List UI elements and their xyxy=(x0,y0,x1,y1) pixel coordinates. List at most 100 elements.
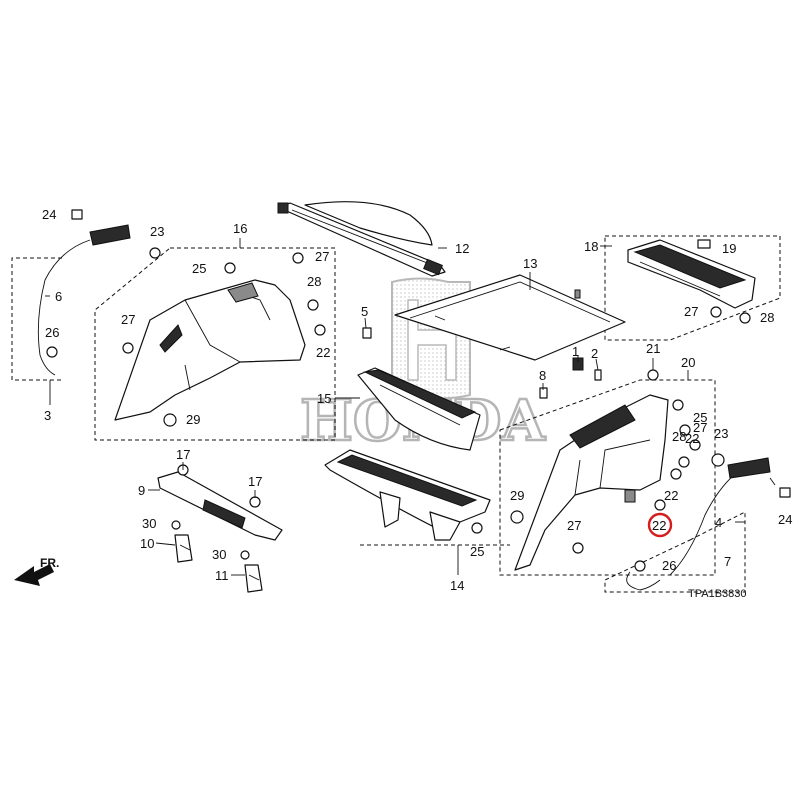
part-30a-bolt xyxy=(171,520,181,530)
callout-12[interactable]: 12 xyxy=(455,241,469,256)
callout-22d-highlighted[interactable]: 22 xyxy=(652,518,666,533)
callout-17a[interactable]: 17 xyxy=(176,447,190,462)
callout-20[interactable]: 20 xyxy=(681,355,695,370)
direction-label: FR. xyxy=(40,556,59,570)
part-4-cable xyxy=(669,457,776,576)
callout-21[interactable]: 21 xyxy=(646,341,660,356)
callout-26a[interactable]: 26 xyxy=(45,325,59,340)
part-15-upper-tray xyxy=(357,367,481,451)
callout-28b[interactable]: 28 xyxy=(672,429,686,444)
callout-30b[interactable]: 30 xyxy=(212,547,226,562)
part-25b-clip xyxy=(689,439,701,451)
callout-22b[interactable]: 22 xyxy=(685,431,699,446)
part-13-floor-board xyxy=(394,274,626,361)
callout-22c[interactable]: 22 xyxy=(664,488,678,503)
callout-7[interactable]: 7 xyxy=(724,554,731,569)
part-29b-fastener xyxy=(510,510,524,524)
part-24b-cap xyxy=(779,487,791,498)
part-27c-clip xyxy=(672,399,684,411)
callout-22a[interactable]: 22 xyxy=(316,345,330,360)
part-2-clip xyxy=(594,369,602,381)
part-16-left-side-lining xyxy=(114,279,306,421)
callout-5[interactable]: 5 xyxy=(361,304,368,319)
part-27b-clip xyxy=(122,342,134,354)
callout-24b[interactable]: 24 xyxy=(778,512,792,527)
callout-23b[interactable]: 23 xyxy=(714,426,728,441)
callout-4[interactable]: 4 xyxy=(715,515,722,530)
callout-18[interactable]: 18 xyxy=(584,239,598,254)
callout-28c[interactable]: 28 xyxy=(760,310,774,325)
front-arrow-icon xyxy=(14,564,54,586)
part-17b-clip xyxy=(249,496,261,508)
part-6-cable xyxy=(37,224,131,376)
callout-29b[interactable]: 29 xyxy=(510,488,524,503)
callout-26b[interactable]: 26 xyxy=(662,558,676,573)
part-10-bracket xyxy=(174,534,193,563)
callout-27d[interactable]: 27 xyxy=(567,518,581,533)
callout-27c[interactable]: 27 xyxy=(693,420,707,435)
callout-2[interactable]: 2 xyxy=(591,346,598,361)
callout-1[interactable]: 1 xyxy=(572,344,579,359)
callout-25b[interactable]: 25 xyxy=(693,410,707,425)
callout-19[interactable]: 19 xyxy=(722,241,736,256)
callout-13[interactable]: 13 xyxy=(523,256,537,271)
part-9-bracket xyxy=(157,471,283,541)
part-21-clip xyxy=(647,369,659,381)
callout-27b[interactable]: 27 xyxy=(121,312,135,327)
part-28a-clip xyxy=(307,299,319,311)
callout-14[interactable]: 14 xyxy=(450,578,464,593)
part-12-tonneau-cover xyxy=(277,201,446,277)
callout-24a[interactable]: 24 xyxy=(42,207,56,222)
callout-29a[interactable]: 29 xyxy=(186,412,200,427)
part-25c-clip xyxy=(471,522,483,534)
callout-15[interactable]: 15 xyxy=(317,391,331,406)
diagram-code: TPA1B3830 xyxy=(688,588,747,600)
callout-8[interactable]: 8 xyxy=(539,368,546,383)
callout-labels: 1 2 3 4 5 6 7 8 9 10 11 12 13 14 15 16 1… xyxy=(42,207,792,593)
callout-30a[interactable]: 30 xyxy=(142,516,156,531)
highlight-ring xyxy=(647,512,673,538)
callout-27a[interactable]: 27 xyxy=(315,249,329,264)
callout-11[interactable]: 11 xyxy=(215,568,229,583)
part-24a-cap xyxy=(71,209,83,220)
callout-6[interactable]: 6 xyxy=(55,289,62,304)
callout-25c[interactable]: 25 xyxy=(470,544,484,559)
group-box-7 xyxy=(604,511,746,593)
part-30b-bolt xyxy=(240,550,250,560)
part-23b-clip xyxy=(711,453,725,467)
callout-23a[interactable]: 23 xyxy=(150,224,164,239)
part-27f-clip xyxy=(710,306,722,318)
callout-9[interactable]: 9 xyxy=(138,483,145,498)
callout-3[interactable]: 3 xyxy=(44,408,51,423)
callout-25a[interactable]: 25 xyxy=(192,261,206,276)
callout-27e[interactable]: 27 xyxy=(684,304,698,319)
part-22b-clip xyxy=(670,468,682,480)
part-25a-clip xyxy=(224,262,236,274)
callout-10[interactable]: 10 xyxy=(140,536,154,551)
part-18-rear-garnish xyxy=(627,239,756,309)
part-22a-clip xyxy=(314,324,326,336)
part-29a-fastener xyxy=(163,413,177,427)
part-22c-clip xyxy=(654,499,666,511)
group-box-16 xyxy=(94,247,336,441)
part-27e-clip xyxy=(572,542,584,554)
callout-17b[interactable]: 17 xyxy=(248,474,262,489)
group-box-3 xyxy=(11,257,62,381)
part-26a-clip xyxy=(46,346,58,358)
callout-28a[interactable]: 28 xyxy=(307,274,321,289)
leader-lines xyxy=(45,245,745,576)
part-20-right-side-lining xyxy=(514,394,669,571)
part-26b-clip xyxy=(634,560,646,572)
part-8-clip xyxy=(539,387,548,399)
part-27a-clip xyxy=(292,252,304,264)
part-28b-clip xyxy=(678,456,690,468)
part-28c-clip xyxy=(739,312,751,324)
part-14-lower-tray xyxy=(324,449,491,541)
part-11-bracket xyxy=(244,564,263,593)
part-23a-clip xyxy=(149,247,161,259)
callout-16[interactable]: 16 xyxy=(233,221,247,236)
front-direction-indicator: FR. xyxy=(14,556,59,586)
part-5-clip xyxy=(362,327,372,339)
part-27d-clip xyxy=(679,424,691,436)
